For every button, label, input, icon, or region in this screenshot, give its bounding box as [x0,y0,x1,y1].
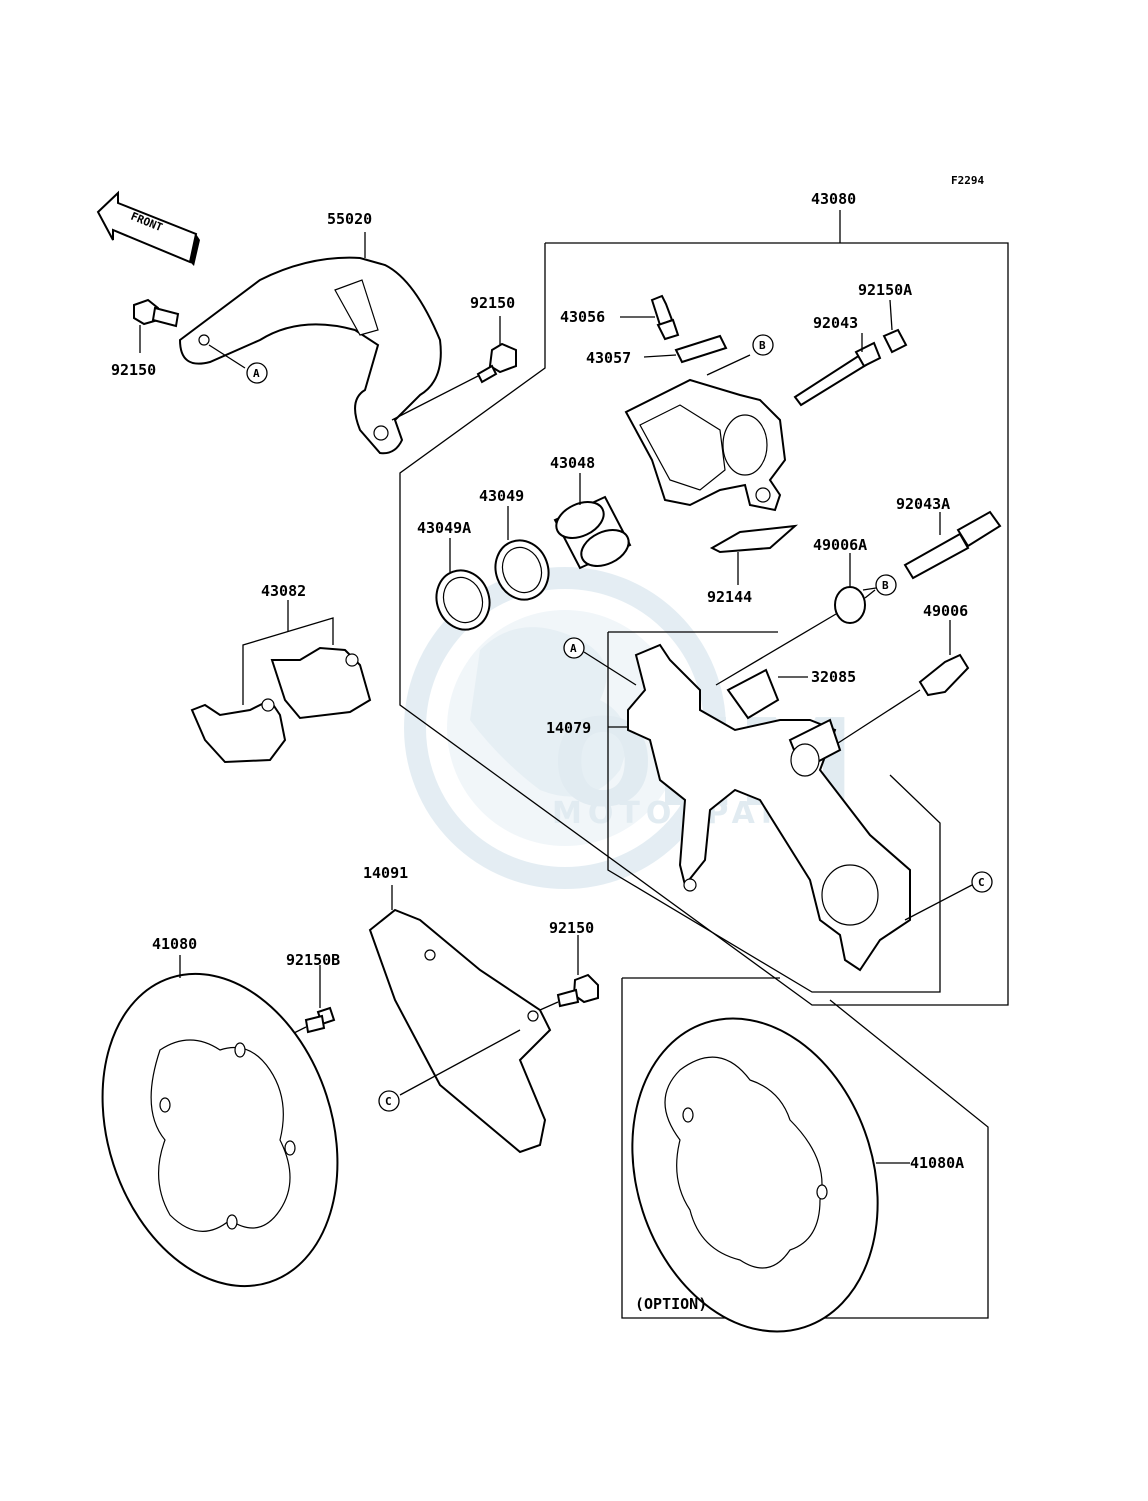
option-box [621,977,989,1333]
brake-guard-55020 [178,232,442,455]
label-43080: 43080 [811,190,856,208]
disc-guard-14091 [368,885,552,1154]
brake-pads-43082 [190,600,372,764]
svg-text:C: C [978,876,985,889]
label-32085: 32085 [811,668,856,686]
label-43049A: 43049A [417,519,471,537]
label-92150-left: 92150 [111,361,156,379]
label-92150-bottom: 92150 [549,919,594,937]
caliper-body [624,354,787,512]
svg-text:A: A [570,642,577,655]
svg-text:A: A [253,367,260,380]
callout-a-bracket: A [563,637,637,686]
bracket-14079 [608,643,911,972]
label-49006: 49006 [923,602,968,620]
callout-a-left: A [246,362,268,384]
callout-b-top: B [752,334,774,356]
seal-43049 [494,506,550,601]
label-92150B: 92150B [286,951,340,969]
label-43049: 43049 [479,487,524,505]
bleeder-43056 [620,294,680,341]
bolt-92150-bottom [539,935,599,1011]
callout-c-right: C [904,871,993,921]
svg-text:B: B [882,579,889,592]
label-14091: 14091 [363,864,408,882]
label-92150A: 92150A [858,281,912,299]
callout-c-bottom: C [378,1090,400,1112]
label-92144: 92144 [707,588,752,606]
label-41080A: 41080A [910,1154,964,1172]
pin-92043A [903,510,1002,580]
boot-49006A [715,553,876,686]
cap-43057 [643,334,728,364]
piston-43048 [553,473,632,570]
bolt-92150-left [133,298,180,353]
seal-43049A [435,538,491,631]
bolt-92150-top [391,316,517,421]
brake-disc-41080 [101,955,339,1288]
pin-92043 [793,333,882,407]
label-43057: 43057 [586,349,631,367]
label-41080: 41080 [152,935,197,953]
callout-b-right: B [862,574,897,596]
label-92043A: 92043A [896,495,950,513]
spring-92144 [709,524,799,585]
boot-49006 [834,620,970,746]
label-43048: 43048 [550,454,595,472]
label-option: (OPTION) [635,1295,707,1313]
clip-32085 [726,668,808,720]
plug-92150A [882,299,908,354]
label-14079: 14079 [546,719,591,737]
caliper-assembly-box [399,210,1009,1006]
label-49006A: 49006A [813,536,867,554]
label-92043: 92043 [813,314,858,332]
label-92150-top: 92150 [470,294,515,312]
figure-code: F2294 [951,174,984,187]
front-arrow-icon: FRONT [96,190,200,266]
label-43082: 43082 [261,582,306,600]
svg-text:C: C [385,1095,392,1108]
label-43056: 43056 [560,308,605,326]
label-55020: 55020 [327,210,372,228]
svg-text:B: B [759,339,766,352]
